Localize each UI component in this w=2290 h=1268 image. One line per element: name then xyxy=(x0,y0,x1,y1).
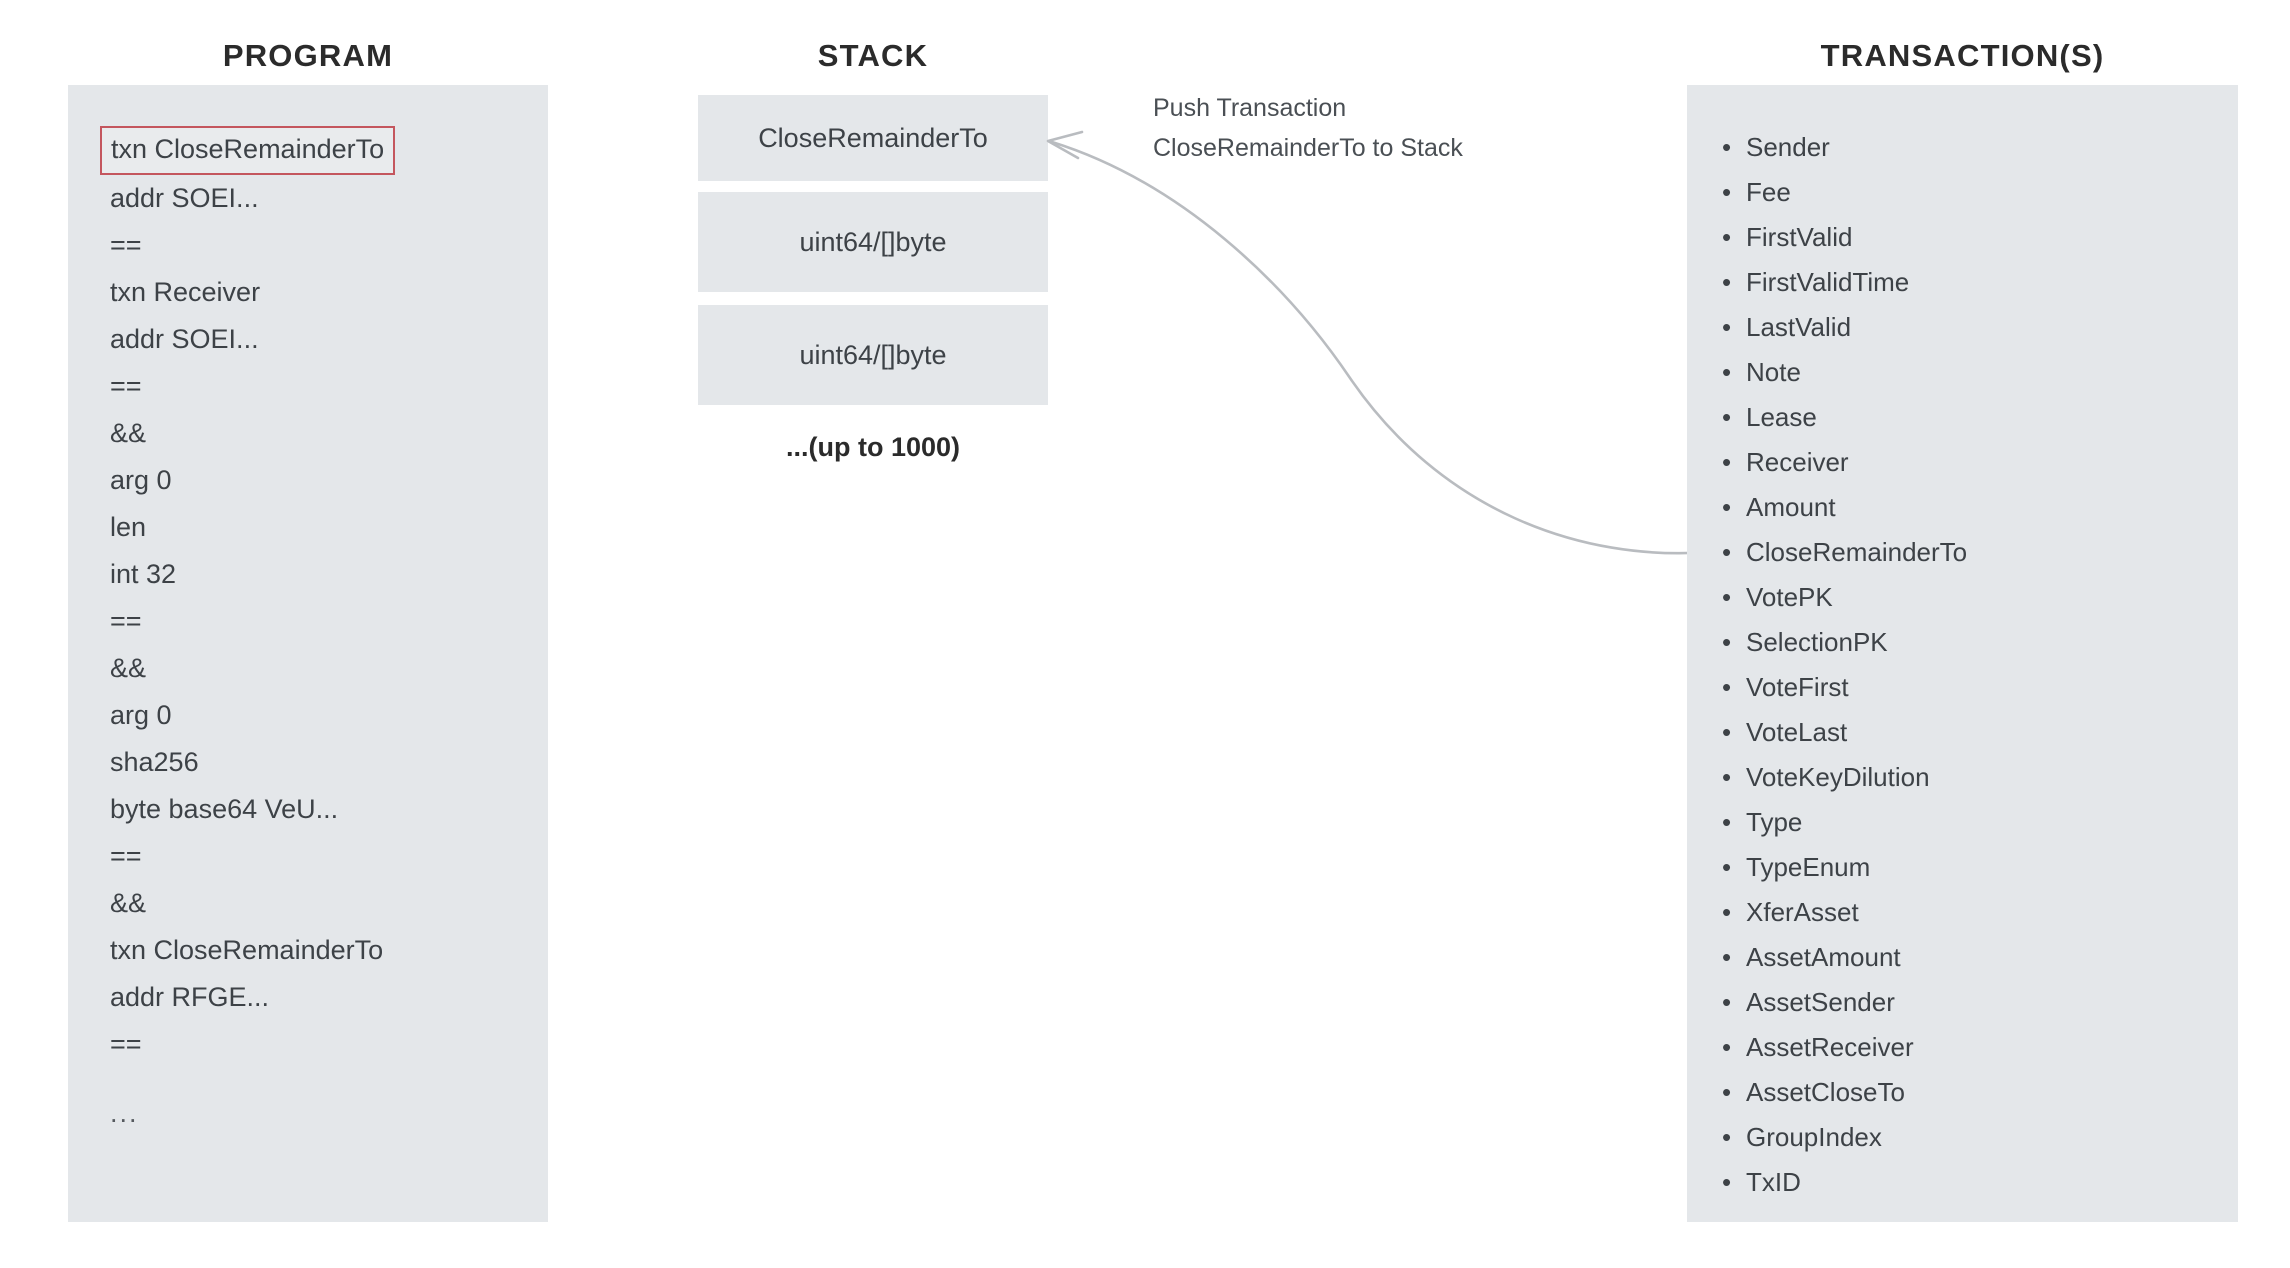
program-line: txn CloseRemainderTo xyxy=(100,126,530,175)
program-panel xyxy=(68,85,548,1222)
program-line: == xyxy=(110,841,142,871)
program-line: addr SOEI... xyxy=(110,183,259,213)
transaction-field: TypeEnum xyxy=(1722,845,2222,890)
transaction-field: AssetSender xyxy=(1722,980,2222,1025)
program-line: ... xyxy=(110,1098,139,1128)
program-line: && xyxy=(110,888,147,918)
push-annotation-line-2: CloseRemainderTo to Stack xyxy=(1153,134,1463,162)
program-instruction-list: txn CloseRemainderTo addr SOEI... == txn Re… xyxy=(100,126,530,1137)
program-line: byte base64 VeU... xyxy=(110,794,339,824)
program-line: sha256 xyxy=(110,747,199,777)
transaction-field: AssetAmount xyxy=(1722,935,2222,980)
transaction-field: Note xyxy=(1722,350,2222,395)
program-line: int 32 xyxy=(110,559,177,589)
program-line: arg 0 xyxy=(110,700,172,730)
transaction-field: FirstValid xyxy=(1722,215,2222,260)
program-line: && xyxy=(110,653,147,683)
transaction-field: AssetCloseTo xyxy=(1722,1070,2222,1115)
transaction-field: FirstValidTime xyxy=(1722,260,2222,305)
stack-cell: uint64/[]byte xyxy=(698,305,1048,405)
stack-cell: uint64/[]byte xyxy=(698,192,1048,292)
transaction-field-list: SenderFeeFirstValidFirstValidTimeLastVal… xyxy=(1722,125,2222,1205)
transaction-field: VoteFirst xyxy=(1722,665,2222,710)
transaction-field: GroupIndex xyxy=(1722,1115,2222,1160)
transaction-field: AssetReceiver xyxy=(1722,1025,2222,1070)
transaction-field: Type xyxy=(1722,800,2222,845)
push-arrow xyxy=(1046,130,1712,555)
program-line: == xyxy=(110,606,142,636)
program-line: == xyxy=(110,1029,142,1059)
transaction-field: VoteKeyDilution xyxy=(1722,755,2222,800)
transaction-field: TxID xyxy=(1722,1160,2222,1205)
transaction-field: Sender xyxy=(1722,125,2222,170)
program-column-title: PROGRAM xyxy=(222,38,394,73)
program-line: addr SOEI... xyxy=(110,324,259,354)
program-line: == xyxy=(110,230,142,260)
transactions-column-title: TRANSACTION(S) xyxy=(1820,38,2105,73)
transaction-field: SelectionPK xyxy=(1722,620,2222,665)
transaction-field: VotePK xyxy=(1722,575,2222,620)
push-annotation: Push Transaction CloseRemainderTo to Sta… xyxy=(1153,88,1463,168)
transaction-field: Lease xyxy=(1722,395,2222,440)
transaction-field: Receiver xyxy=(1722,440,2222,485)
transaction-field: CloseRemainderTo xyxy=(1722,530,2222,575)
stack-overflow-label: ...(up to 1000) xyxy=(785,432,961,462)
transaction-field: XferAsset xyxy=(1722,890,2222,935)
program-line: == xyxy=(110,371,142,401)
program-list-spacer xyxy=(110,1068,530,1090)
stack-column-title: STACK xyxy=(817,38,929,73)
transaction-field: VoteLast xyxy=(1722,710,2222,755)
program-line: len xyxy=(110,512,147,542)
program-line: && xyxy=(110,418,147,448)
transaction-field: Amount xyxy=(1722,485,2222,530)
program-line: arg 0 xyxy=(110,465,172,495)
push-annotation-line-1: Push Transaction xyxy=(1153,94,1347,122)
transaction-field: LastValid xyxy=(1722,305,2222,350)
transaction-field: Fee xyxy=(1722,170,2222,215)
stack-cell: CloseRemainderTo xyxy=(698,95,1048,181)
program-line: addr RFGE... xyxy=(110,982,270,1012)
program-line-highlighted: txn CloseRemainderTo xyxy=(100,126,396,175)
program-line: txn CloseRemainderTo xyxy=(110,935,384,965)
program-line: txn Receiver xyxy=(110,277,261,307)
